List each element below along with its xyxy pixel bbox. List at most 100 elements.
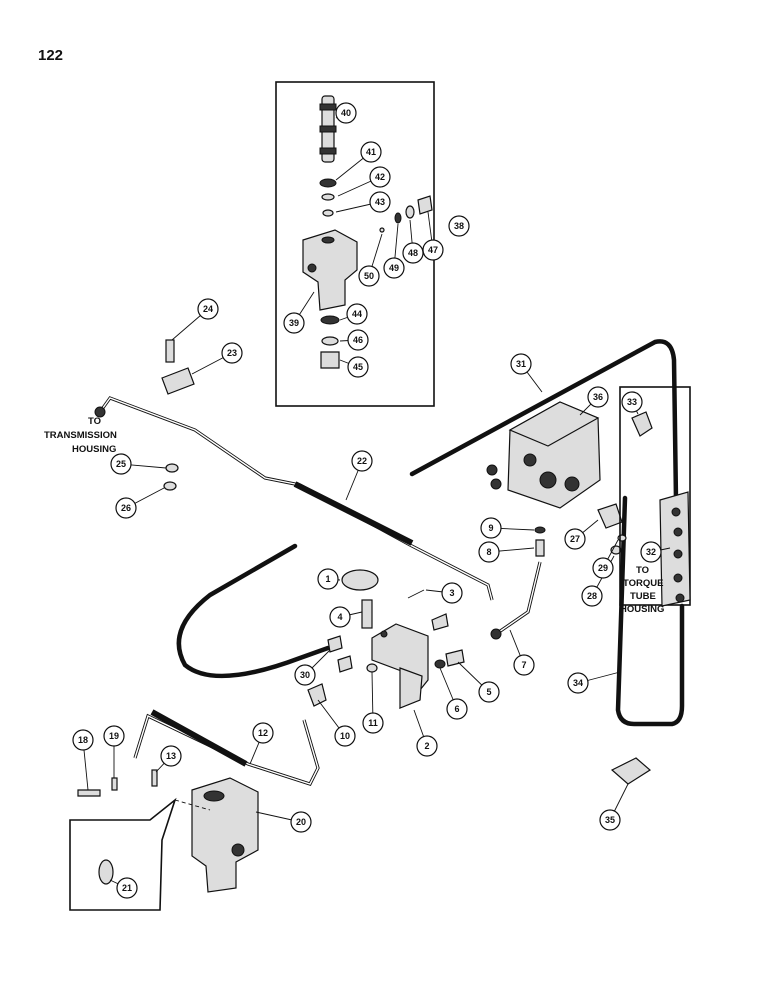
callout-number-22: 22 [357, 456, 367, 466]
callout-number-29: 29 [598, 563, 608, 573]
callout-4: 4 [329, 606, 363, 628]
callout-number-12: 12 [258, 728, 268, 738]
hose-31 [409, 339, 679, 503]
callout-number-34: 34 [573, 678, 583, 688]
callout-number-2: 2 [424, 741, 429, 751]
small-fittings [77, 339, 653, 797]
callout-44: 44 [339, 303, 368, 325]
callout-number-5: 5 [486, 687, 491, 697]
callout-circle-35 [599, 809, 621, 831]
label-to-transmission-housing: TO TRANSMISSION HOUSING [44, 416, 117, 455]
callout-circle-8 [478, 541, 500, 563]
svg-text:HOUSING: HOUSING [620, 604, 664, 615]
callout-39: 39 [283, 291, 315, 334]
callout-circle-9 [480, 517, 502, 539]
callout-number-35: 35 [605, 815, 615, 825]
callout-circle-18 [72, 729, 94, 751]
callout-circle-20 [290, 811, 312, 833]
callout-number-13: 13 [166, 751, 176, 761]
callout-number-21: 21 [122, 883, 132, 893]
callout-number-1: 1 [325, 574, 330, 584]
callout-22: 22 [345, 450, 373, 501]
callout-number-50: 50 [364, 271, 374, 281]
callout-34: 34 [567, 671, 621, 694]
tube-22-transmission-line [94, 396, 494, 601]
callout-12: 12 [249, 722, 274, 765]
callout-circle-3 [441, 582, 463, 604]
callout-46: 46 [339, 329, 369, 351]
callout-38: 38 [448, 215, 470, 237]
callout-number-27: 27 [570, 534, 580, 544]
callout-number-18: 18 [78, 735, 88, 745]
callout-circle-21 [116, 877, 138, 899]
callout-24: 24 [171, 298, 219, 341]
callout-circle-12 [252, 722, 274, 744]
callout-number-31: 31 [516, 359, 526, 369]
callout-13: 13 [155, 745, 182, 773]
callout-circle-32 [640, 541, 662, 563]
callout-circle-26 [115, 497, 137, 519]
bracket-32-block [619, 386, 691, 607]
callout-number-23: 23 [227, 348, 237, 358]
callout-circle-4 [329, 606, 351, 628]
control-valve-36 [486, 401, 601, 509]
callout-19: 19 [103, 725, 125, 778]
callout-circle-30 [294, 664, 316, 686]
callout-47: 47 [422, 211, 444, 261]
callout-circle-38 [448, 215, 470, 237]
callout-circle-36 [587, 386, 609, 408]
tube-7 [490, 561, 542, 640]
callout-26: 26 [115, 487, 165, 519]
callout-42: 42 [337, 166, 391, 197]
callout-circle-27 [564, 528, 586, 550]
callout-number-49: 49 [389, 263, 399, 273]
callout-18: 18 [72, 729, 94, 791]
callout-number-43: 43 [375, 197, 385, 207]
callout-circle-48 [402, 242, 424, 264]
callout-number-36: 36 [593, 392, 603, 402]
callout-number-4: 4 [337, 612, 342, 622]
callout-circle-50 [358, 265, 380, 287]
callout-number-6: 6 [454, 704, 459, 714]
callout-circle-41 [360, 141, 382, 163]
callout-number-44: 44 [352, 309, 362, 319]
callout-circle-43 [369, 191, 391, 213]
valve-2 [371, 623, 429, 709]
callout-41: 41 [335, 141, 382, 181]
callout-8: 8 [478, 541, 535, 563]
callout-circle-39 [283, 312, 305, 334]
callout-circle-1 [317, 568, 339, 590]
callout-27: 27 [564, 519, 599, 550]
valve-exploded-parts [302, 95, 433, 369]
callout-number-7: 7 [521, 660, 526, 670]
callout-30: 30 [294, 649, 331, 686]
callout-20: 20 [255, 811, 312, 833]
callout-49: 49 [383, 223, 405, 279]
callout-number-9: 9 [488, 523, 493, 533]
svg-text:TORQUE: TORQUE [623, 578, 663, 589]
callout-number-39: 39 [289, 318, 299, 328]
svg-text:TO: TO [636, 565, 649, 576]
callout-circle-34 [567, 672, 589, 694]
callout-5: 5 [457, 661, 500, 703]
callout-40: 40 [335, 102, 357, 124]
callout-circle-28 [581, 585, 603, 607]
callout-number-32: 32 [646, 547, 656, 557]
label-to-torque-tube-housing: TO TORQUE TUBE HOUSING [620, 565, 664, 615]
callout-1: 1 [317, 568, 341, 590]
callout-circle-19 [103, 725, 125, 747]
callout-9: 9 [480, 517, 535, 539]
callout-circle-44 [346, 303, 368, 325]
callout-number-47: 47 [428, 245, 438, 255]
callout-number-42: 42 [375, 172, 385, 182]
block-20 [191, 777, 259, 893]
callout-circle-7 [513, 654, 535, 676]
callout-6: 6 [439, 667, 468, 720]
hose-34 [615, 495, 685, 727]
callout-23: 23 [191, 342, 243, 375]
callout-circle-45 [347, 356, 369, 378]
callout-circle-25 [110, 453, 132, 475]
callout-circle-33 [621, 391, 643, 413]
callout-32: 32 [640, 541, 671, 563]
callout-number-19: 19 [109, 731, 119, 741]
